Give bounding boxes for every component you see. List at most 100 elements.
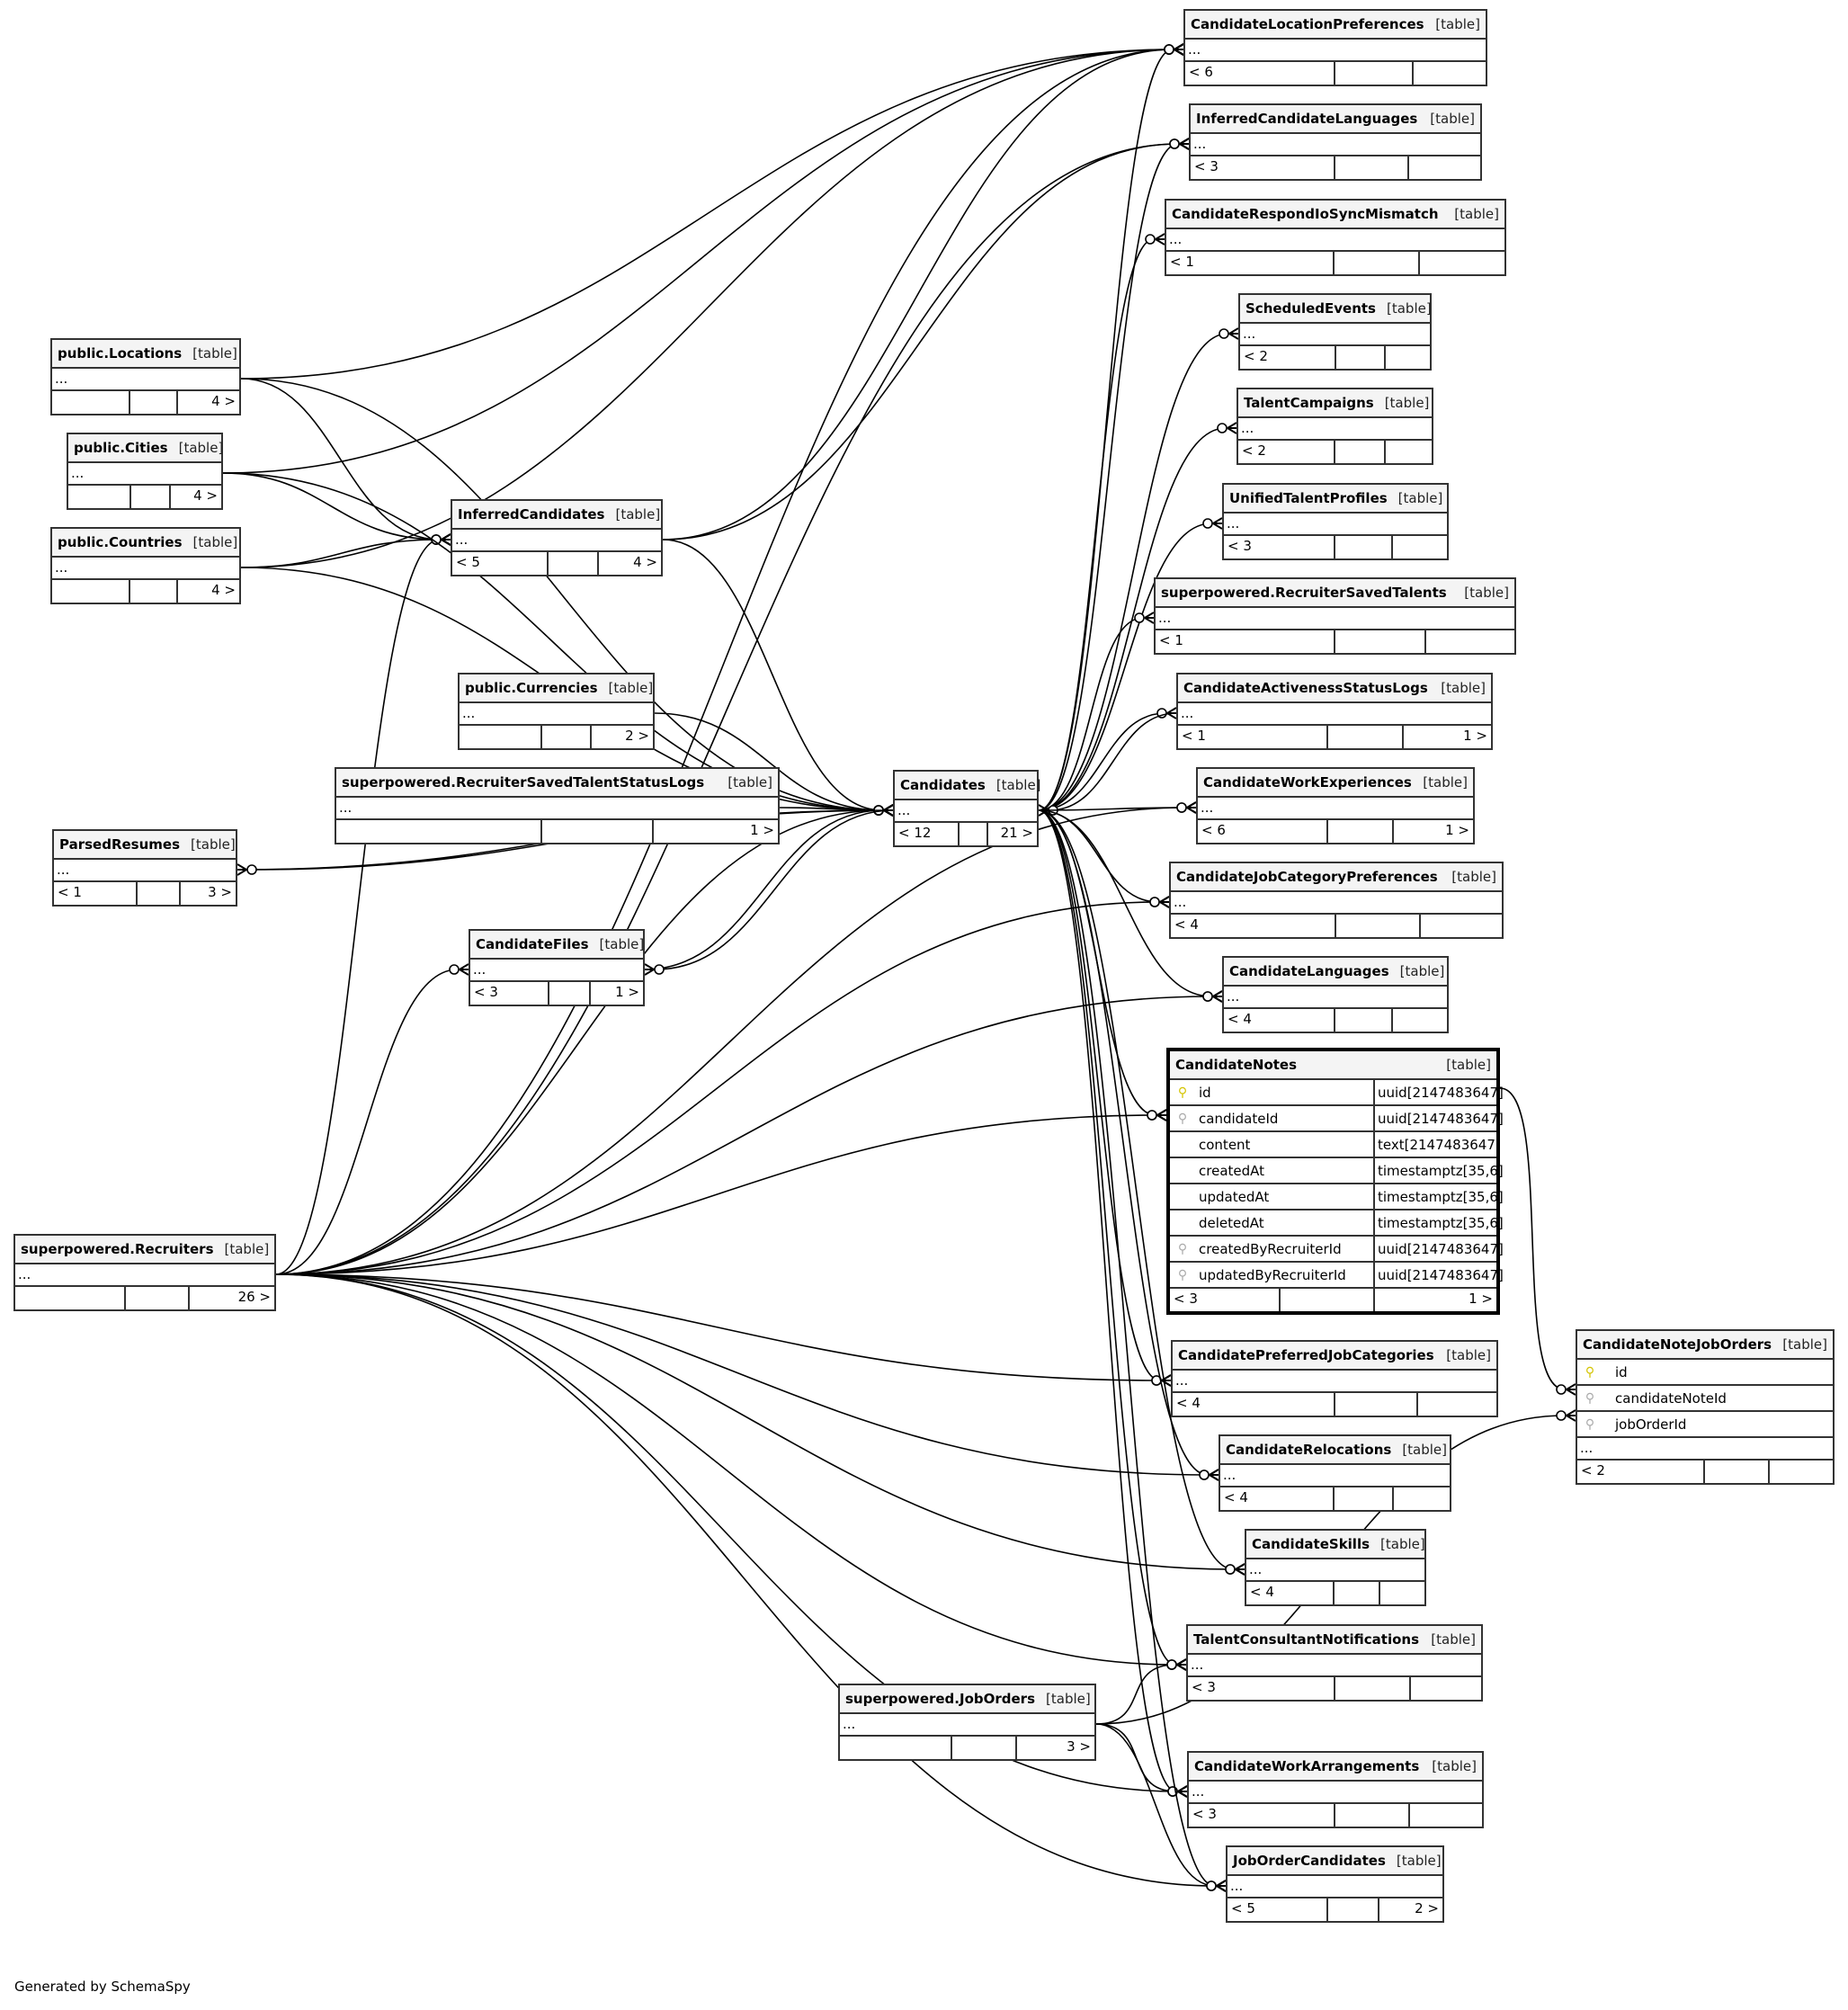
parents-count[interactable]: < 2 xyxy=(1238,441,1335,463)
table-unified-talent-profiles[interactable]: UnifiedTalentProfiles[table]...< 3 xyxy=(1222,483,1449,560)
children-count[interactable]: 26 > xyxy=(237,1289,271,1305)
parents-count[interactable]: < 4 xyxy=(1173,1393,1335,1416)
table-name[interactable]: CandidateSkills xyxy=(1252,1536,1370,1552)
table-countries[interactable]: public.Countries[table]...4 > xyxy=(50,527,241,604)
parents-count[interactable] xyxy=(52,580,130,603)
children-count[interactable]: 4 > xyxy=(193,487,218,504)
table-candidate-respond-io-sync-mismatch[interactable]: CandidateRespondIoSyncMismatch[table]...… xyxy=(1165,199,1506,276)
table-recruiter-saved-talent-status-logs[interactable]: superpowered.RecruiterSavedTalentStatusL… xyxy=(335,767,780,844)
table-name[interactable]: CandidateJobCategoryPreferences xyxy=(1176,869,1438,885)
table-candidate-activeness-status-logs[interactable]: CandidateActivenessStatusLogs[table]...<… xyxy=(1176,673,1493,750)
parents-count[interactable]: < 4 xyxy=(1224,1009,1335,1032)
table-candidate-job-category-preferences[interactable]: CandidateJobCategoryPreferences[table]..… xyxy=(1169,862,1504,939)
parents-count[interactable]: < 6 xyxy=(1198,820,1328,843)
table-name[interactable]: ParsedResumes xyxy=(59,836,181,853)
children-count[interactable]: 21 > xyxy=(1000,825,1033,841)
table-name[interactable]: CandidateRespondIoSyncMismatch xyxy=(1172,206,1439,222)
children-count[interactable]: 1 > xyxy=(1463,728,1487,744)
parents-count[interactable] xyxy=(52,391,130,414)
parents-count[interactable] xyxy=(840,1737,952,1759)
children-count[interactable]: 1 > xyxy=(750,822,774,838)
table-name[interactable]: public.Countries xyxy=(58,534,183,550)
table-name[interactable]: superpowered.JobOrders xyxy=(845,1691,1036,1707)
parents-count[interactable]: < 3 xyxy=(1189,1804,1335,1827)
children-count[interactable]: 4 > xyxy=(633,554,657,570)
parents-count[interactable]: < 1 xyxy=(1178,726,1328,748)
children-count[interactable] xyxy=(1418,1393,1496,1416)
children-count[interactable]: 2 > xyxy=(625,728,649,744)
column-row[interactable]: ⚲id xyxy=(1577,1360,1833,1386)
table-candidate-location-preferences[interactable]: CandidateLocationPreferences[table]...< … xyxy=(1183,9,1487,86)
table-name[interactable]: CandidateWorkArrangements xyxy=(1194,1758,1420,1774)
table-job-orders[interactable]: superpowered.JobOrders[table]...3 > xyxy=(838,1684,1096,1761)
parents-count[interactable]: < 6 xyxy=(1185,62,1335,85)
parents-count[interactable]: < 3 xyxy=(1191,156,1335,179)
table-candidate-languages[interactable]: CandidateLanguages[table]...< 4 xyxy=(1222,956,1449,1033)
column-row[interactable]: ⚲jobOrderId xyxy=(1577,1412,1833,1438)
parents-count[interactable]: < 3 xyxy=(1224,536,1335,558)
parents-count[interactable]: < 4 xyxy=(1220,1487,1335,1510)
parents-count[interactable]: < 12 xyxy=(895,823,960,845)
children-count[interactable] xyxy=(1410,1804,1482,1827)
children-count[interactable] xyxy=(1770,1461,1833,1483)
table-locations[interactable]: public.Locations[table]...4 > xyxy=(50,338,241,415)
children-count[interactable] xyxy=(1380,1582,1424,1604)
children-count[interactable] xyxy=(1426,630,1514,653)
children-count[interactable]: 1 > xyxy=(615,984,639,1000)
parents-count[interactable]: < 4 xyxy=(1246,1582,1335,1604)
parents-count[interactable]: < 1 xyxy=(1166,252,1335,274)
children-count[interactable] xyxy=(1414,62,1486,85)
table-name[interactable]: superpowered.RecruiterSavedTalents xyxy=(1161,585,1447,601)
children-count[interactable]: 4 > xyxy=(211,393,236,409)
table-talent-campaigns[interactable]: TalentCampaigns[table]...< 2 xyxy=(1236,388,1433,465)
children-count[interactable] xyxy=(1421,915,1502,937)
table-name[interactable]: public.Cities xyxy=(74,440,168,456)
children-count[interactable] xyxy=(1420,252,1504,274)
table-recruiters[interactable]: superpowered.Recruiters[table]...26 > xyxy=(13,1234,276,1311)
table-name[interactable]: CandidateNoteJobOrders xyxy=(1583,1336,1772,1353)
children-count[interactable] xyxy=(1409,156,1480,179)
table-currencies[interactable]: public.Currencies[table]...2 > xyxy=(458,673,655,750)
parents-count[interactable]: < 2 xyxy=(1577,1461,1705,1483)
table-name[interactable]: ScheduledEvents xyxy=(1245,300,1376,317)
table-name[interactable]: InferredCandidates xyxy=(458,506,605,523)
children-count[interactable]: 3 > xyxy=(208,884,232,900)
table-name[interactable]: CandidateLocationPreferences xyxy=(1191,16,1424,32)
table-cities[interactable]: public.Cities[table]...4 > xyxy=(67,433,223,510)
table-candidate-note-job-orders[interactable]: CandidateNoteJobOrders [table] ⚲id⚲candi… xyxy=(1576,1329,1835,1485)
table-name[interactable]: public.Currencies xyxy=(465,680,598,696)
table-name[interactable]: CandidateLanguages xyxy=(1229,963,1389,979)
table-recruiter-saved-talents[interactable]: superpowered.RecruiterSavedTalents[table… xyxy=(1154,577,1516,655)
children-count[interactable] xyxy=(1411,1677,1481,1700)
children-count[interactable]: 1 > xyxy=(1445,822,1469,838)
table-name[interactable]: public.Locations xyxy=(58,345,183,362)
children-count[interactable] xyxy=(1386,441,1432,463)
children-count[interactable]: 1 > xyxy=(1469,1291,1493,1307)
parents-count[interactable]: < 3 xyxy=(1188,1677,1335,1700)
table-name[interactable]: superpowered.RecruiterSavedTalentStatusL… xyxy=(342,774,705,791)
table-candidate-preferred-job-categories[interactable]: CandidatePreferredJobCategories[table]..… xyxy=(1171,1340,1498,1417)
children-count[interactable] xyxy=(1394,1487,1450,1510)
table-inferred-candidate-languages[interactable]: InferredCandidateLanguages[table]...< 3 xyxy=(1189,103,1482,181)
children-count[interactable] xyxy=(1393,536,1447,558)
table-name[interactable]: Candidates xyxy=(900,777,986,793)
parents-count[interactable]: < 5 xyxy=(452,552,549,575)
parents-count[interactable]: < 1 xyxy=(54,882,138,905)
children-count[interactable]: 4 > xyxy=(211,582,236,598)
children-count[interactable] xyxy=(1386,346,1430,369)
parents-count[interactable]: < 3 xyxy=(1170,1289,1281,1311)
